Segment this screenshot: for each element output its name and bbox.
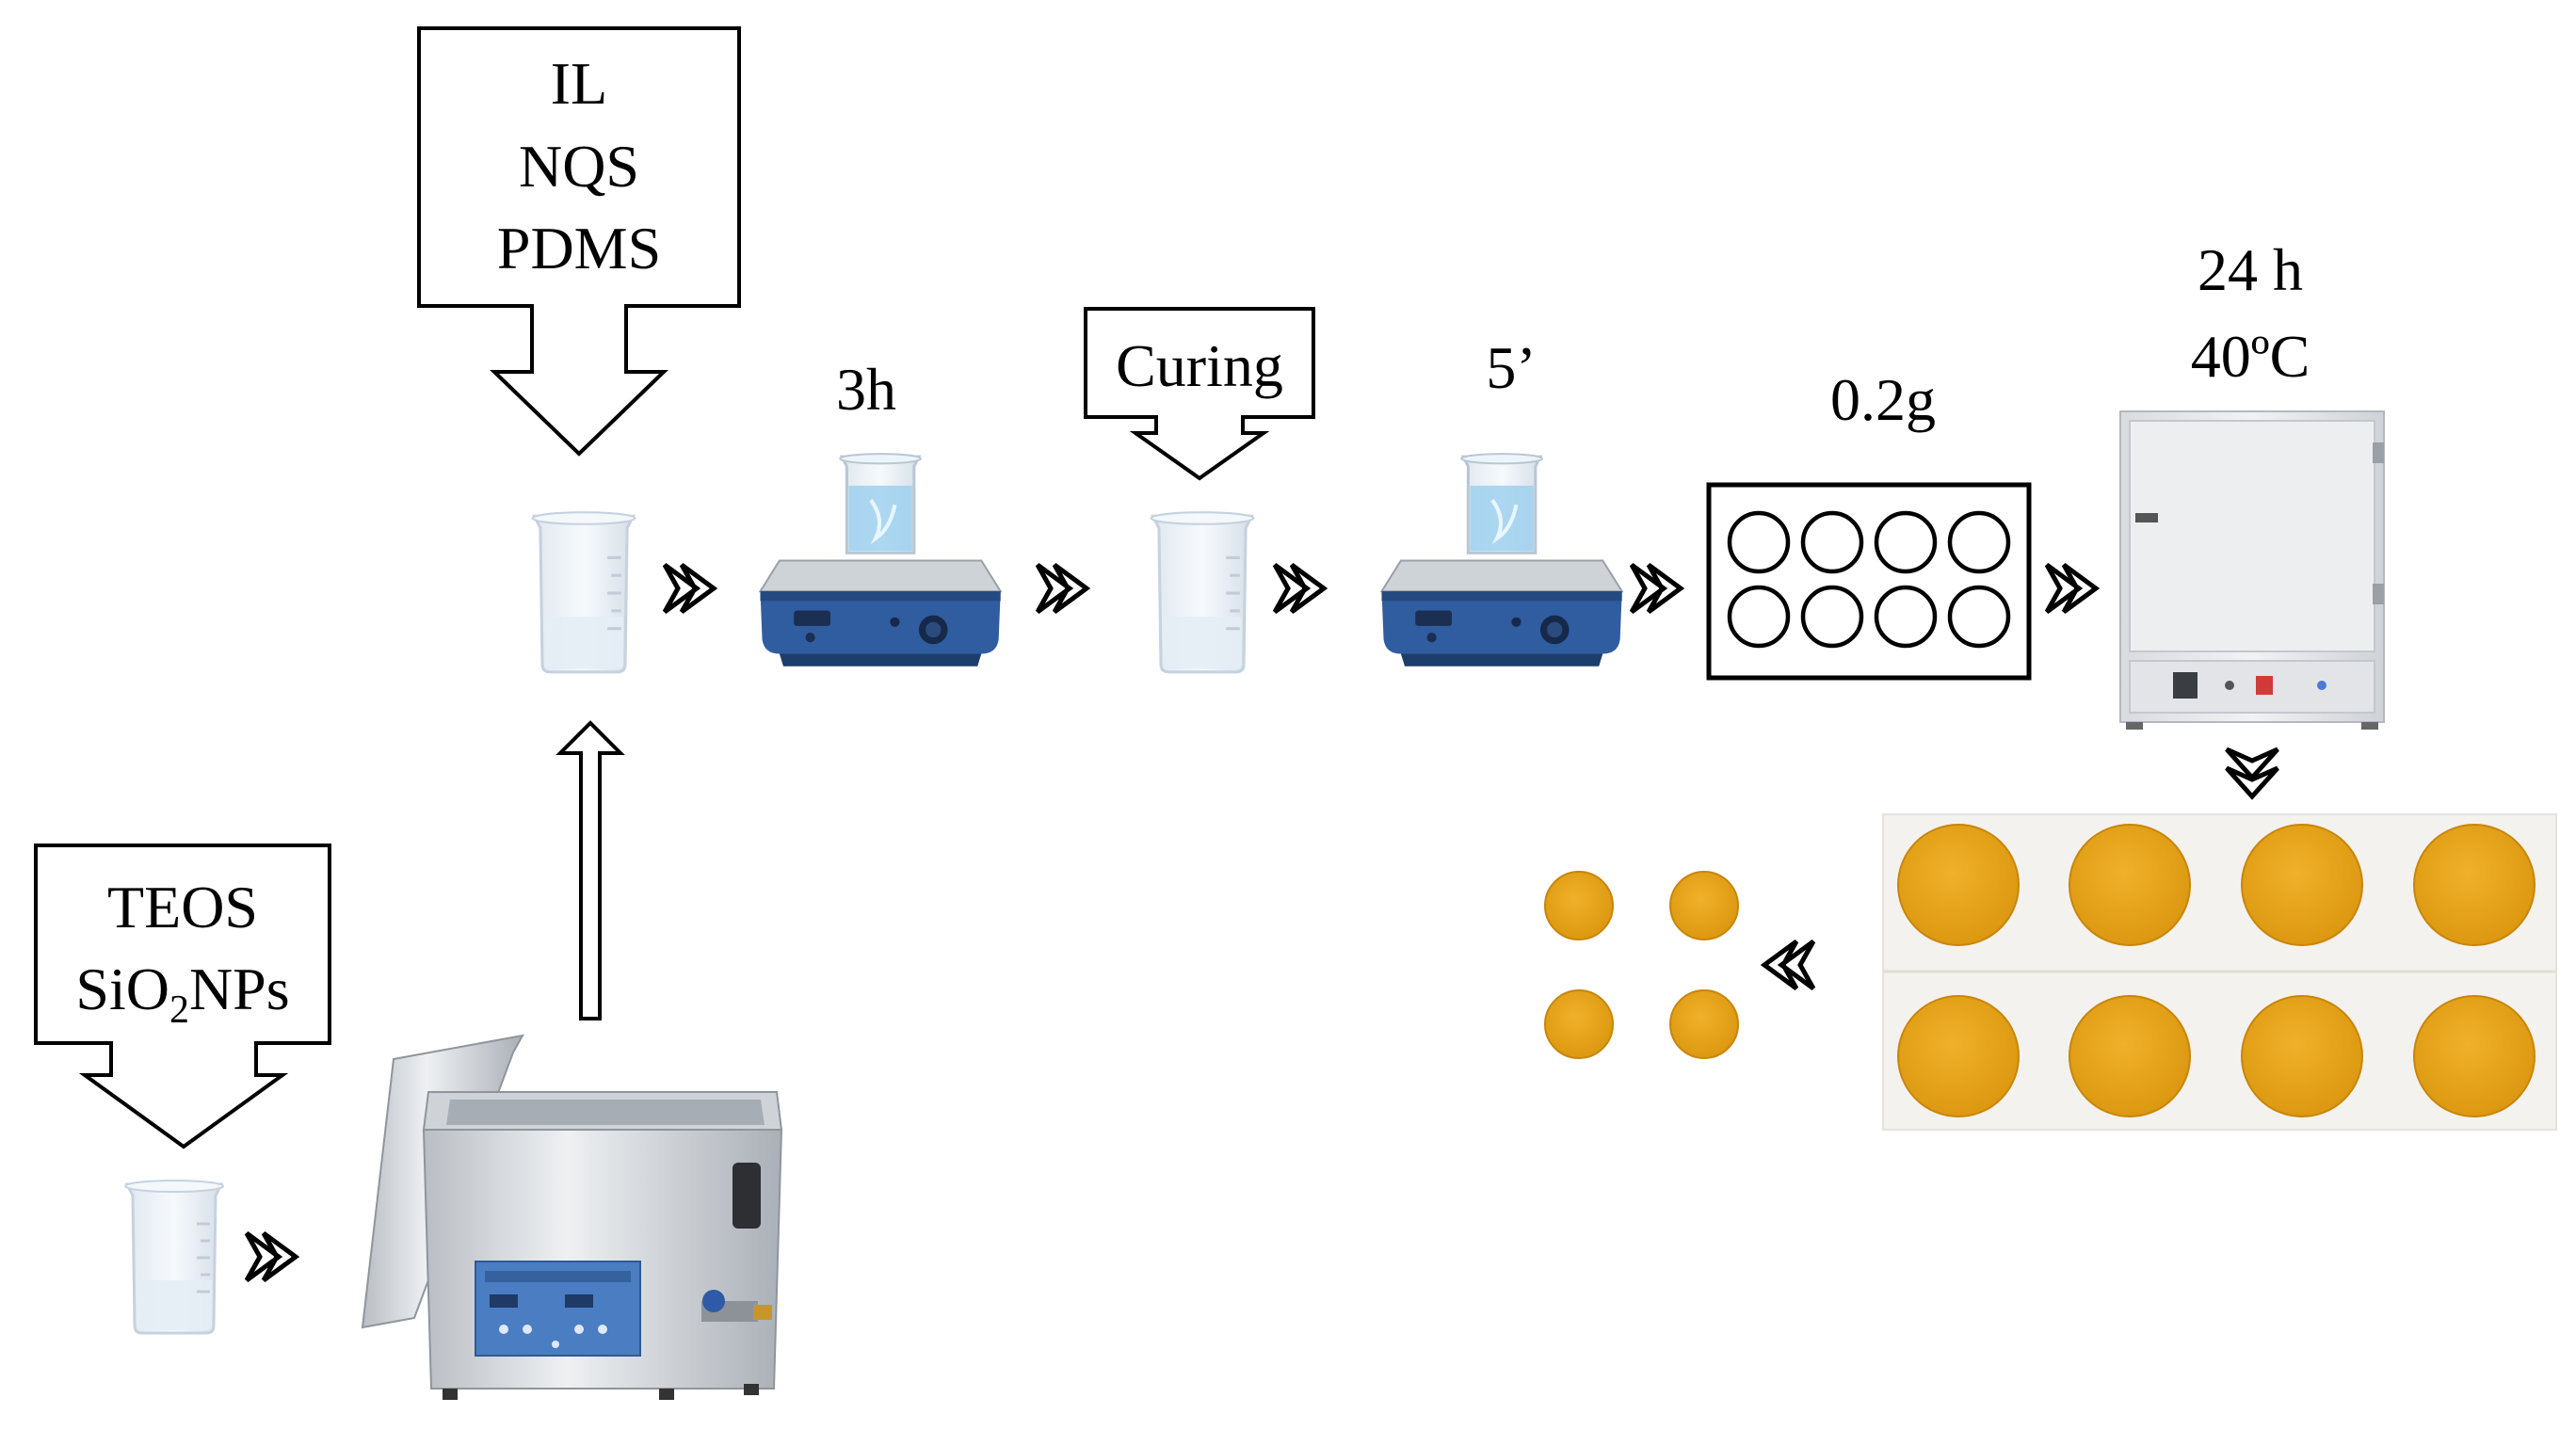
mould-icon <box>1706 482 2032 681</box>
oven-temp-label: 40ºC <box>2191 323 2310 390</box>
cut-disc <box>1544 871 1614 940</box>
cut-disc <box>1669 989 1739 1059</box>
mould-well <box>1947 585 2011 649</box>
sio2-suffix: NPs <box>189 956 290 1022</box>
double-chevron-icon <box>2044 562 2101 615</box>
beaker-icon <box>123 1179 225 1335</box>
cut-disc <box>1544 989 1614 1059</box>
film-disc <box>2241 824 2363 946</box>
oven-icon <box>2119 410 2385 730</box>
reagent-il: IL <box>551 50 607 117</box>
curing-label: Curing <box>1116 332 1283 399</box>
mould-well <box>1874 585 1938 649</box>
magnetic-stirrer-icon <box>761 454 1001 667</box>
magnetic-stirrer-icon <box>1382 454 1622 667</box>
stir-time-label-2: 5’ <box>1486 334 1536 401</box>
cut-disc <box>1669 871 1739 940</box>
reagent-box-bottom: TEOS SiO2NPs <box>34 844 331 1149</box>
film-disc <box>1897 995 2020 1117</box>
mould-well <box>1800 510 1864 574</box>
mass-label: 0.2g <box>1830 366 1936 433</box>
stir-time-label-1: 3h <box>836 356 896 423</box>
double-chevron-icon <box>244 1230 300 1283</box>
sio2-subscript: 2 <box>169 988 189 1032</box>
mould-well <box>1874 510 1938 574</box>
beaker-icon <box>1149 510 1256 674</box>
reagent-box-top: IL NQS PDMS <box>417 26 741 457</box>
reagent-nqs: NQS <box>519 133 639 200</box>
reagent-teos: TEOS <box>107 874 258 940</box>
mould-well <box>1800 585 1864 649</box>
mould-well <box>1727 510 1791 574</box>
up-arrow-icon <box>555 720 625 1020</box>
double-chevron-icon <box>1035 562 1091 615</box>
curing-box: Curing <box>1084 307 1315 481</box>
double-chevron-icon <box>662 562 718 615</box>
films-photo <box>1882 813 2557 1131</box>
double-chevron-icon <box>2225 747 2279 800</box>
reagent-sio2nps: SiO2NPs <box>75 956 289 1032</box>
film-disc <box>1897 824 2020 946</box>
cut-discs <box>1544 871 1739 1059</box>
mould-well <box>1727 585 1791 649</box>
beaker-icon <box>530 510 637 674</box>
oven-time-label: 24 h <box>2198 236 2303 303</box>
film-disc <box>2413 824 2536 946</box>
double-chevron-icon <box>1760 939 1816 991</box>
film-disc <box>2413 995 2536 1117</box>
film-disc <box>2241 995 2363 1117</box>
sio2-prefix: SiO <box>75 956 169 1022</box>
double-chevron-icon <box>1272 562 1328 615</box>
film-disc <box>2069 824 2191 946</box>
reagent-pdms: PDMS <box>497 215 661 281</box>
ultrasonic-bath-icon <box>361 1034 783 1400</box>
film-disc <box>2069 995 2191 1117</box>
mould-well <box>1947 510 2011 574</box>
double-chevron-icon <box>1629 562 1685 615</box>
